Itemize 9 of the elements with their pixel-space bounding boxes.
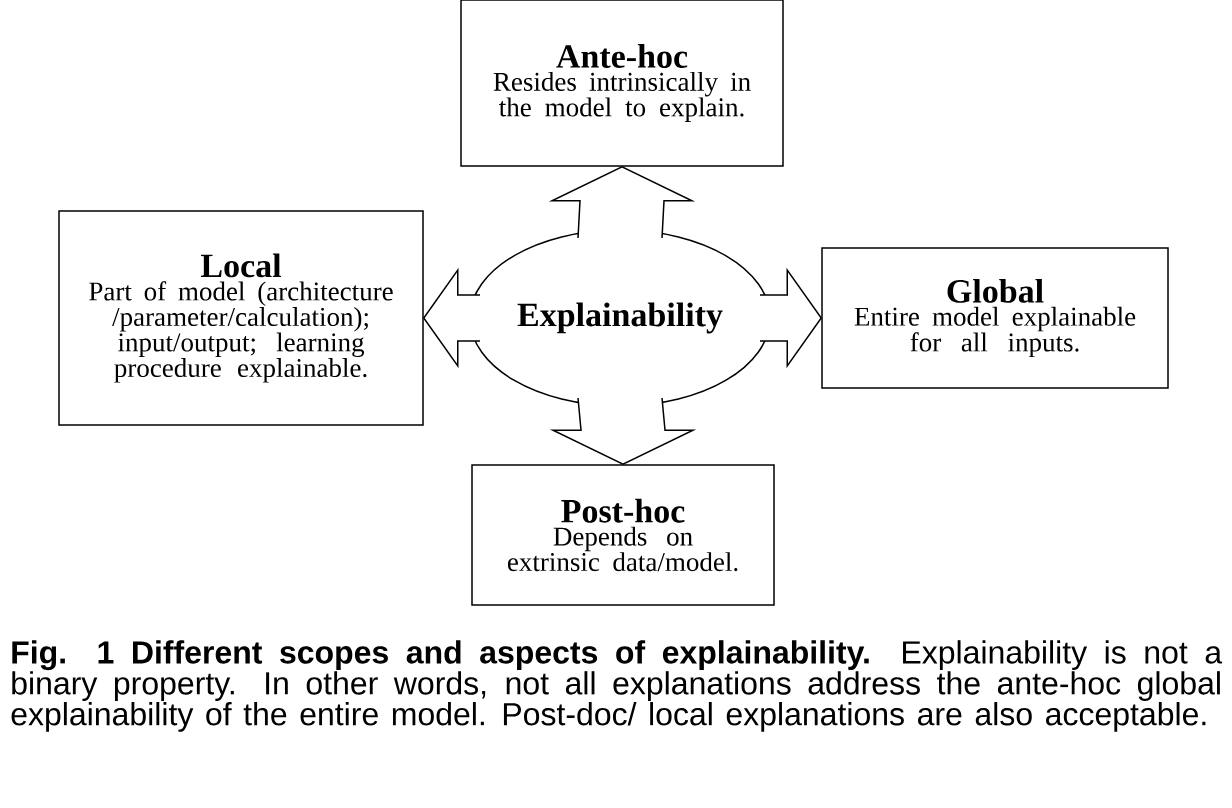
block-arrow [422,267,481,369]
text-box: Ante-hoc Resides intrinsically in the model to explain. [460,0,784,167]
caption: Fig. 1 Different scopes and aspects of explainability. Explainability is not a binary property. In other words, not all explanations address the ante-hoc global explainability of the entire model. Post-doc/ local explanations are also acceptable. [11,640,1223,732]
block-arrow [548,165,696,239]
block-arrow [549,397,697,466]
block-arrow [759,267,823,369]
text-box: Local Part of model (architecture /parameter/calculation); input/output; learning procedure explainable. [58,210,424,426]
text-box: Post-hoc Depends on extrinsic data/model. [471,464,775,606]
text-box: Global Entire model explainable for all inputs. [821,247,1169,389]
